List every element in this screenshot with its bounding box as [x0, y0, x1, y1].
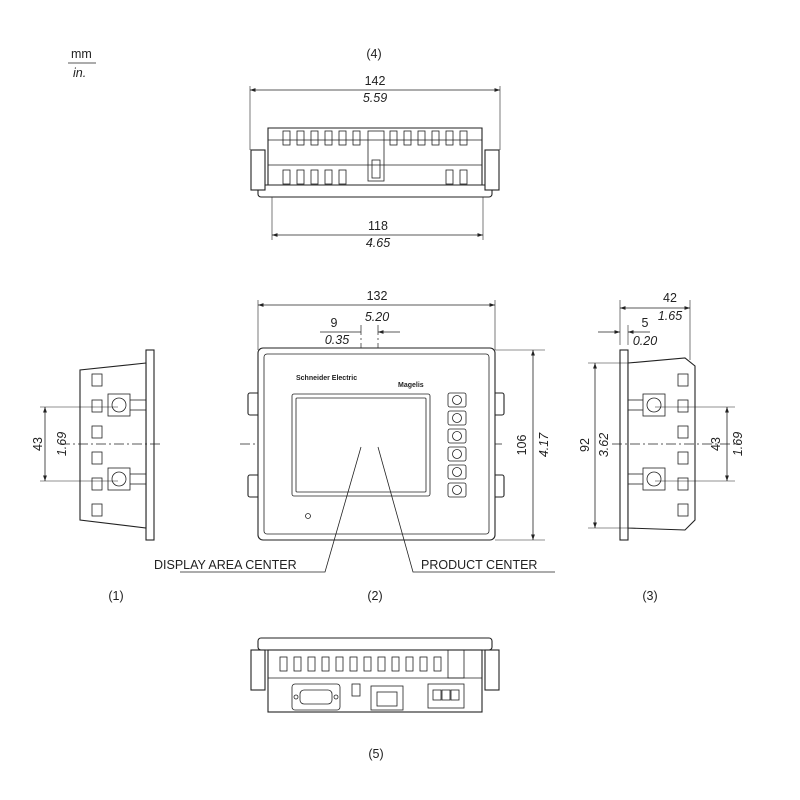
serial-port: [291, 683, 341, 711]
product-center-callout: PRODUCT CENTER: [421, 558, 537, 572]
front-width-in: 5.20: [365, 310, 389, 324]
top-vent-slots: [282, 130, 468, 185]
top-inner-mm: 118: [368, 219, 388, 233]
top-view: (4) 142 5.59 118: [249, 47, 501, 250]
bottom-vent-slots: [279, 649, 465, 679]
front-view-label: (2): [367, 589, 382, 603]
front-offset-in: 0.35: [325, 333, 349, 347]
usb-port: [351, 683, 361, 697]
right-panel-mm: 5: [642, 316, 649, 330]
right-panel-in: 0.20: [633, 334, 657, 348]
unit-secondary: in.: [73, 66, 86, 80]
display-center-callout: DISPLAY AREA CENTER: [154, 558, 297, 572]
right-spacing-in: 1.69: [731, 432, 745, 456]
front-width-mm: 132: [367, 289, 388, 303]
right-view: 42 1.65 5 0.20 92 3.62 43 1.69: [578, 291, 745, 603]
units-legend: mm in.: [68, 47, 96, 80]
right-front-panel: [619, 349, 629, 541]
top-width-mm: 142: [365, 74, 386, 88]
right-view-label: (3): [642, 589, 657, 603]
front-view: 132 5.20 9 0.35 Schneider Electric Magel…: [154, 289, 555, 603]
front-height-mm: 106: [515, 435, 529, 456]
right-spacing-mm: 43: [709, 437, 723, 451]
bottom-ports: [291, 683, 465, 711]
status-led: [305, 513, 311, 519]
brand-logo: Schneider Electric: [296, 375, 357, 382]
function-keys: [447, 392, 467, 498]
front-offset-mm: 9: [331, 316, 338, 330]
left-connectors: [91, 373, 146, 517]
top-view-label: (4): [366, 47, 381, 61]
product-logo: Magelis: [398, 382, 424, 389]
left-spacing-in: 1.69: [55, 432, 69, 456]
ethernet-port: [370, 685, 404, 711]
left-front-panel: [145, 349, 155, 541]
right-connectors: [628, 373, 689, 517]
bottom-view: (5): [250, 637, 500, 761]
left-view: 43 1.69 (1): [31, 349, 160, 603]
right-height-in: 3.62: [597, 433, 611, 457]
left-view-label: (1): [108, 589, 123, 603]
right-depth-in: 1.65: [658, 309, 682, 323]
top-width-in: 5.59: [363, 91, 387, 105]
unit-primary: mm: [71, 47, 92, 61]
right-height-mm: 92: [578, 438, 592, 452]
left-spacing-mm: 43: [31, 437, 45, 451]
product-center-leader: [377, 446, 555, 573]
display-screen: [291, 393, 431, 497]
top-inner-in: 4.65: [366, 236, 390, 250]
front-bezel: [257, 347, 496, 541]
power-connector: [427, 683, 465, 709]
display-center-leader: [180, 446, 362, 573]
bottom-view-label: (5): [368, 747, 383, 761]
front-height-in: 4.17: [537, 432, 551, 457]
right-depth-mm: 42: [663, 291, 677, 305]
